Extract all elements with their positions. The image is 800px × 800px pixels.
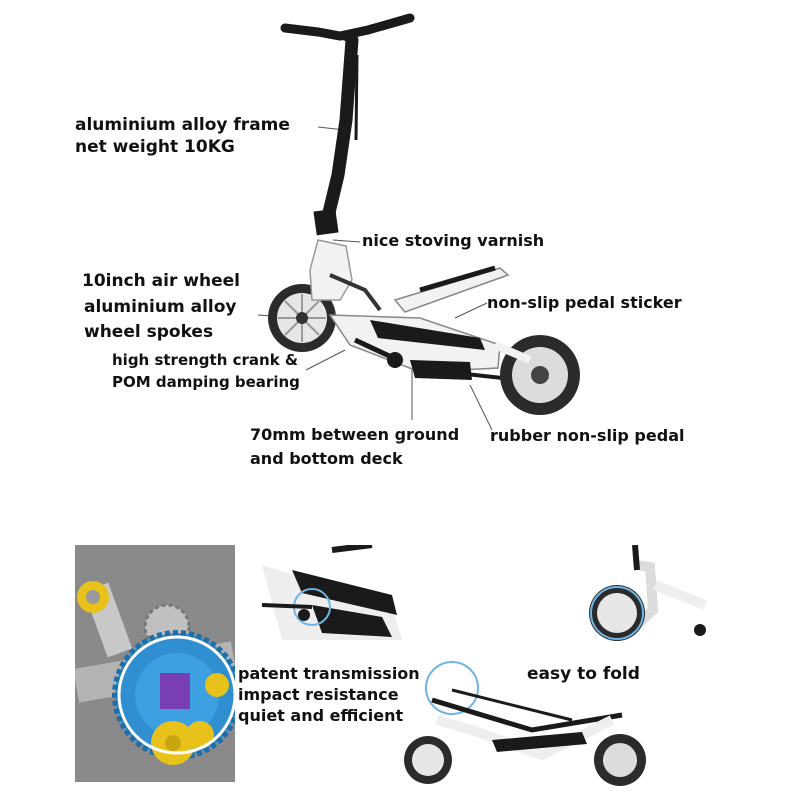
wheel-label-line2: aluminium alloy xyxy=(84,297,237,317)
fold-detail-panel xyxy=(392,660,672,790)
wheel-detail-panel xyxy=(575,545,710,645)
frame-label-line2: net weight 10KG xyxy=(75,137,235,157)
transmission-label-line3: quiet and efficient xyxy=(238,706,404,725)
transmission-label-line1: patent transmission xyxy=(238,664,420,683)
frame-label-line1: aluminium alloy frame xyxy=(75,115,290,135)
crank-label-line2: POM damping bearing xyxy=(112,373,300,391)
ground-label-line1: 70mm between ground xyxy=(250,425,460,444)
sticker-label: non-slip pedal sticker xyxy=(487,293,682,312)
crank-label-line1: high strength crank & xyxy=(112,351,298,369)
varnish-label: nice stoving varnish xyxy=(362,231,545,250)
pedal-closeup-photo xyxy=(242,545,408,645)
gear-transmission-render xyxy=(75,545,235,782)
transmission-label-line2: impact resistance xyxy=(238,685,399,704)
wheel-label-line3: wheel spokes xyxy=(84,322,214,342)
fold-label: easy to fold xyxy=(527,664,640,684)
folded-scooter-photo xyxy=(392,660,672,790)
ground-label-line2: and bottom deck xyxy=(250,449,403,468)
pedal-detail-panel xyxy=(242,545,408,645)
gear-detail-panel xyxy=(75,545,235,782)
front-wheel-closeup-photo xyxy=(575,545,710,645)
rubber-label: rubber non-slip pedal xyxy=(490,426,685,445)
wheel-label-line1: 10inch air wheel xyxy=(82,271,240,291)
